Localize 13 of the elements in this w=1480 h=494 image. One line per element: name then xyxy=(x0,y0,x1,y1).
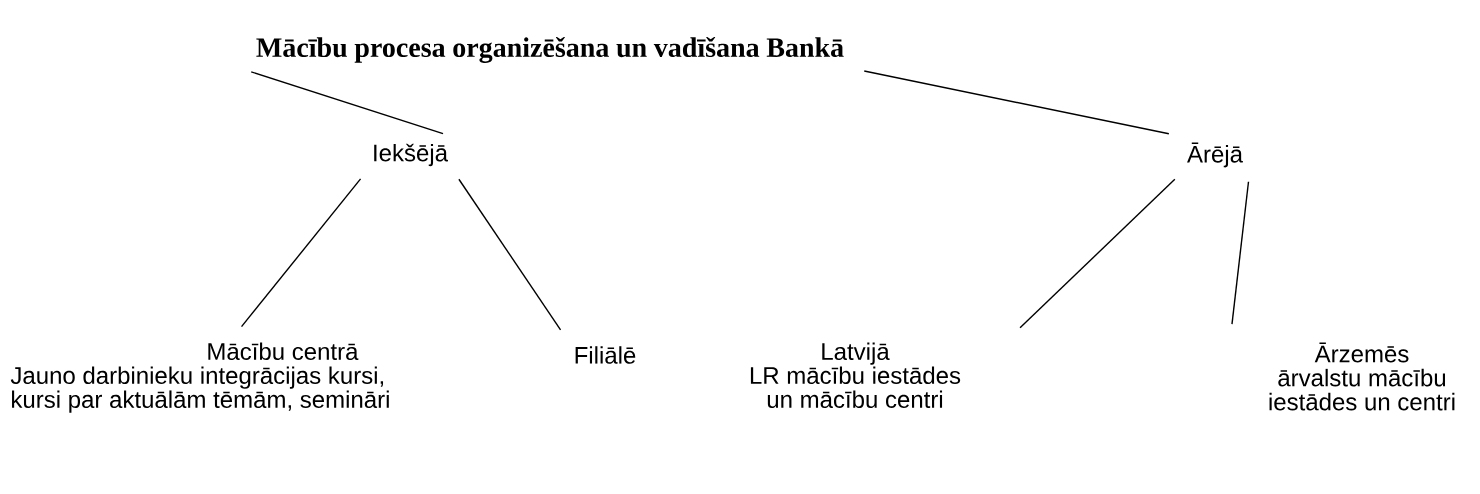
connector-line xyxy=(240,178,362,328)
connector-line xyxy=(250,71,444,135)
category-label: Ārzemēs ārvalstu mācību iestādes un centri xyxy=(1269,342,1455,411)
category-label: Latvijā LR mācību iestādes un mācību centri xyxy=(750,342,961,408)
category-label: Filiālē xyxy=(575,346,636,364)
connector-line xyxy=(1231,181,1250,325)
category-label: Mācību centrā Jauno darbinieku integrācijas kursi, kursi par aktuālām tēmām, semināri xyxy=(10,342,389,413)
title-heading: Mācību procesa organizēšana un vadīšana Bankā xyxy=(256,37,844,63)
category-label: Iekšējā xyxy=(374,143,448,167)
connector-line xyxy=(458,178,562,331)
connector-line xyxy=(863,70,1170,135)
category-label: Ārējā xyxy=(1187,142,1243,168)
connector-line xyxy=(1019,178,1176,329)
